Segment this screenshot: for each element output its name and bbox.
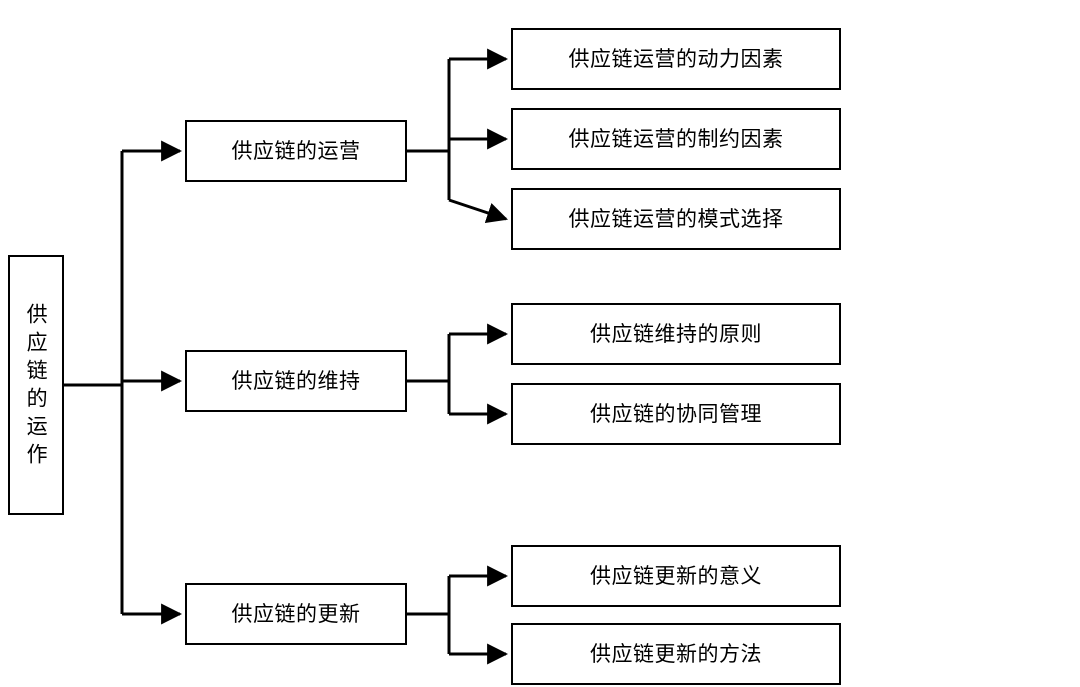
node-branch-1-child-3[interactable]: 供应链运营的模式选择	[511, 188, 841, 250]
node-branch-3-child-1-label: 供应链更新的意义	[590, 563, 762, 588]
node-branch-3-child-1[interactable]: 供应链更新的意义	[511, 545, 841, 607]
node-branch-3[interactable]: 供应链的更新	[185, 583, 407, 645]
node-branch-2-child-2[interactable]: 供应链的协同管理	[511, 383, 841, 445]
node-branch-2-child-1[interactable]: 供应链维持的原则	[511, 303, 841, 365]
node-branch-3-label: 供应链的更新	[231, 601, 361, 626]
edge-branch-2	[407, 323, 509, 425]
node-root[interactable]: 供应链的运作	[8, 255, 64, 515]
node-branch-3-child-2-label: 供应链更新的方法	[590, 641, 762, 666]
node-branch-1-child-1[interactable]: 供应链运营的动力因素	[511, 28, 841, 90]
node-branch-2-child-2-label: 供应链的协同管理	[590, 401, 762, 426]
node-branch-1-label: 供应链的运营	[231, 138, 361, 163]
node-branch-1[interactable]: 供应链的运营	[185, 120, 407, 182]
edge-root-trunk	[64, 140, 183, 625]
node-branch-3-child-2[interactable]: 供应链更新的方法	[511, 623, 841, 685]
node-branch-2-label: 供应链的维持	[231, 368, 361, 393]
node-branch-1-child-3-label: 供应链运营的模式选择	[568, 206, 784, 231]
node-branch-1-child-1-label: 供应链运营的动力因素	[568, 46, 784, 71]
edge-branch-3	[407, 565, 509, 665]
node-root-label: 供应链的运作	[24, 303, 49, 471]
node-branch-1-child-2[interactable]: 供应链运营的制约因素	[511, 108, 841, 170]
node-branch-2[interactable]: 供应链的维持	[185, 350, 407, 412]
node-branch-2-child-1-label: 供应链维持的原则	[590, 321, 762, 346]
edge-branch-1	[407, 48, 509, 223]
node-branch-1-child-2-label: 供应链运营的制约因素	[568, 126, 784, 151]
